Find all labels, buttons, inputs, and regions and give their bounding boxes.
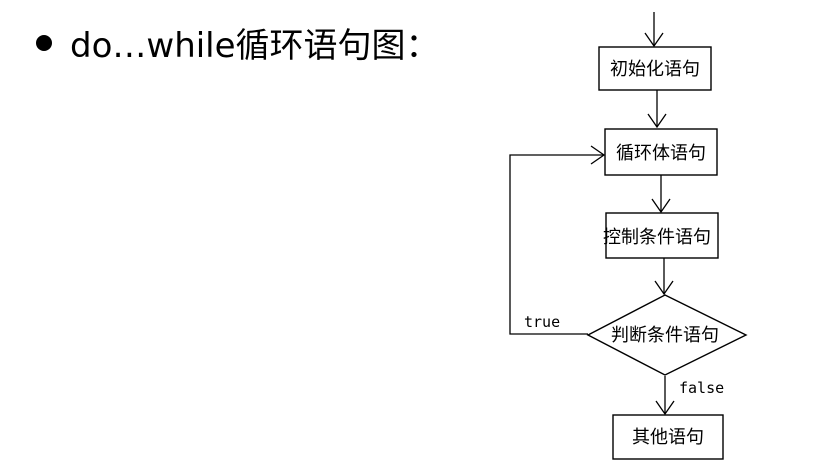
other-node-box [612,414,724,460]
false-edge-label: false [679,379,724,397]
true-loop-back-arrow [509,154,604,335]
control-node-label: 控制条件语句 [603,227,711,248]
true-loop-back-arrowhead [590,145,606,165]
body-node-box [604,128,718,176]
condition-node-label: 判断条件语句 [611,325,719,346]
condition-node-diamond [586,294,748,376]
other-node-label: 其他语句 [632,427,704,448]
body-to-control-arrowhead [651,198,671,214]
init-node-label: 初始化语句 [610,59,700,80]
title-text: do…while循环语句图： [70,26,440,66]
control-to-condition-arrowhead [654,280,674,296]
entry-arrowhead [644,32,664,48]
control-node-box [605,212,719,259]
slide-title: do…while循环语句图： [36,18,440,67]
false-exit-arrowhead [655,400,675,416]
init-node-box [598,46,712,91]
init-to-body-arrowhead [647,113,667,129]
true-edge-label: true [524,313,560,331]
body-node-label: 循环体语句 [616,143,706,164]
bullet-icon [36,34,52,51]
